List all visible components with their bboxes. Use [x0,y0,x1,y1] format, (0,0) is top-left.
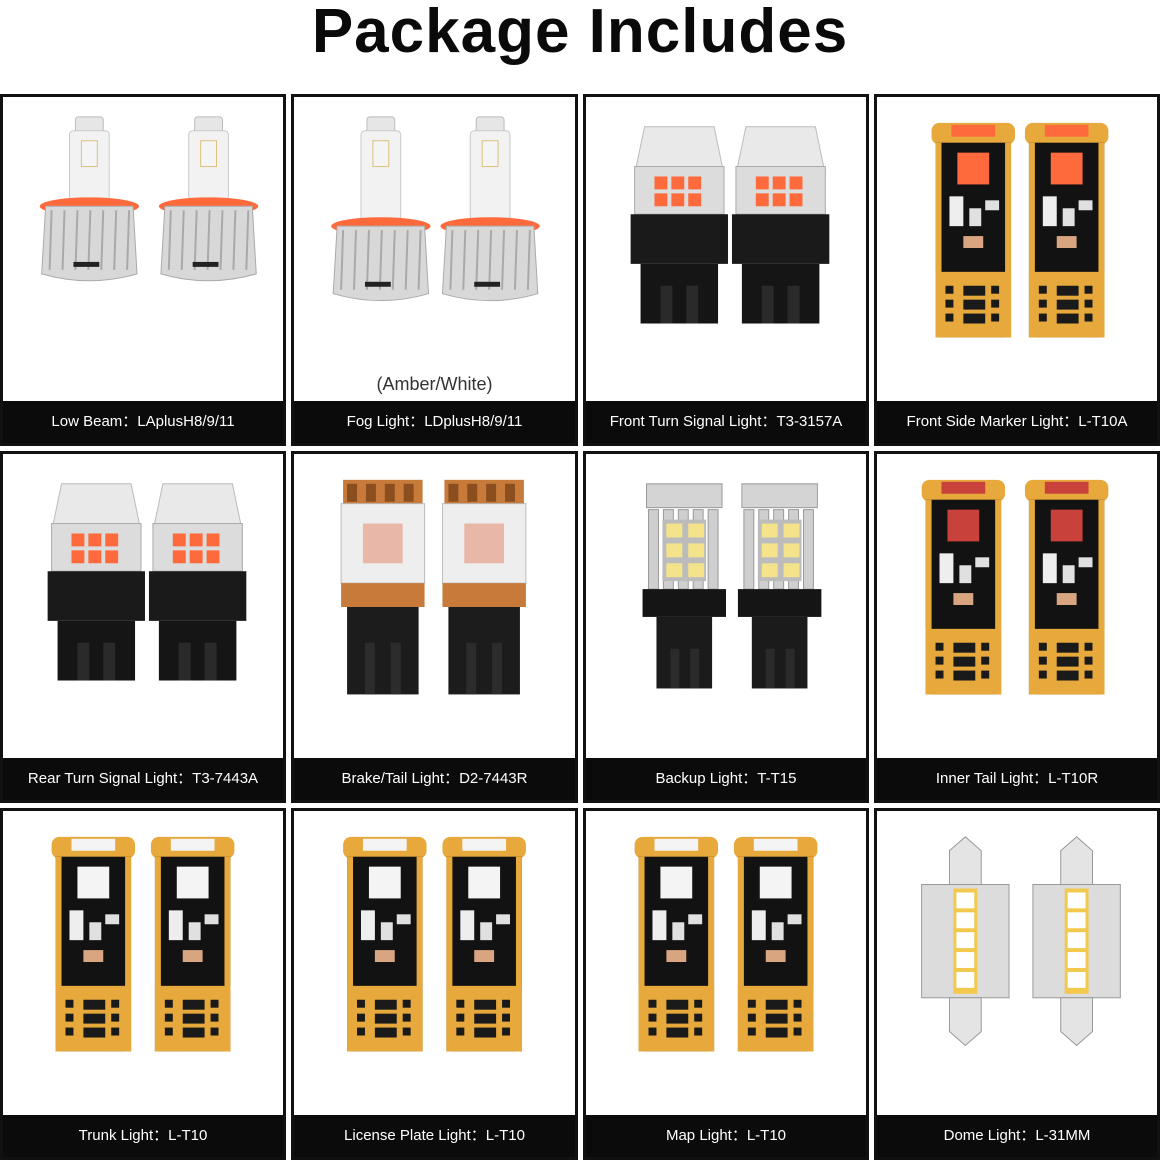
product-card-backup: Backup Light：T-T15 [583,451,869,803]
product-card-map: Map Light：L-T10 [583,808,869,1160]
product-card-trunk: Trunk Light：L-T10 [0,808,286,1160]
backup-bulb-icon [586,454,866,758]
turn-signal-bulb-icon-svg [630,126,830,324]
t10-white-bulb-icon [294,811,575,1115]
product-caption: Inner Tail Light：L-T10R [877,758,1157,800]
page-title: Package Includes [311,0,849,66]
product-caption: Backup Light：T-T15 [586,758,866,800]
t10-white-bulb-icon [586,811,866,1115]
product-grid: Low Beam：LAplusH8/9/11 (Amber/White) Fog… [0,94,1160,1160]
product-caption: Fog Light：LDplusH8/9/11 [294,401,575,443]
fog-bulb-icon-svg [331,116,540,302]
brake-bulb-icon-svg [340,479,527,695]
product-card-dome: Dome Light：L-31MM [874,808,1160,1160]
product-card-rear-turn-signal: Rear Turn Signal Light：T3-7443A [0,451,286,803]
t10-white-bulb-icon-svg [634,836,818,1052]
product-card-fog-light: (Amber/White) Fog Light：LDplusH8/9/11 [291,94,578,446]
product-caption: Trunk Light：L-T10 [3,1115,283,1157]
fog-bulb-icon [294,97,575,401]
color-note: (Amber/White) [376,374,493,394]
brake-bulb-icon [294,454,575,758]
t10-red-bulb-icon-svg [921,479,1109,695]
t10-white-bulb-icon [3,811,283,1115]
product-caption: Front Turn Signal Light：T3-3157A [586,401,866,443]
product-caption: Rear Turn Signal Light：T3-7443A [3,758,283,800]
festoon-bulb-icon [877,811,1157,1115]
headlight-bulb-icon [3,97,283,401]
product-caption: Front Side Marker Light：L-T10A [877,401,1157,443]
backup-bulb-icon-svg [642,483,822,689]
t10-white-bulb-icon-svg [51,836,235,1052]
product-caption: Brake/Tail Light：D2-7443R [294,758,575,800]
product-caption: Map Light：L-T10 [586,1115,866,1157]
product-card-inner-tail: Inner Tail Light：L-T10R [874,451,1160,803]
turn-signal-bulb-icon [3,454,283,758]
t10-amber-bulb-icon [877,97,1157,401]
t10-red-bulb-icon [877,454,1157,758]
product-card-license-plate: License Plate Light：L-T10 [291,808,578,1160]
product-caption: License Plate Light：L-T10 [294,1115,575,1157]
t10-white-bulb-icon-svg [343,836,526,1052]
product-card-brake-tail: Brake/Tail Light：D2-7443R [291,451,578,803]
festoon-bulb-icon-svg [921,836,1121,1047]
product-caption: Dome Light：L-31MM [877,1115,1157,1157]
turn-signal-bulb-icon [586,97,866,401]
headlight-bulb-icon-svg [39,116,259,282]
product-caption: Low Beam：LAplusH8/9/11 [3,401,283,443]
product-card-low-beam: Low Beam：LAplusH8/9/11 [0,94,286,446]
turn-signal-bulb-icon-svg [47,483,247,681]
product-card-front-turn-signal: Front Turn Signal Light：T3-3157A [583,94,869,446]
product-card-front-side-marker: Front Side Marker Light：L-T10A [874,94,1160,446]
t10-amber-bulb-icon-svg [931,122,1109,338]
